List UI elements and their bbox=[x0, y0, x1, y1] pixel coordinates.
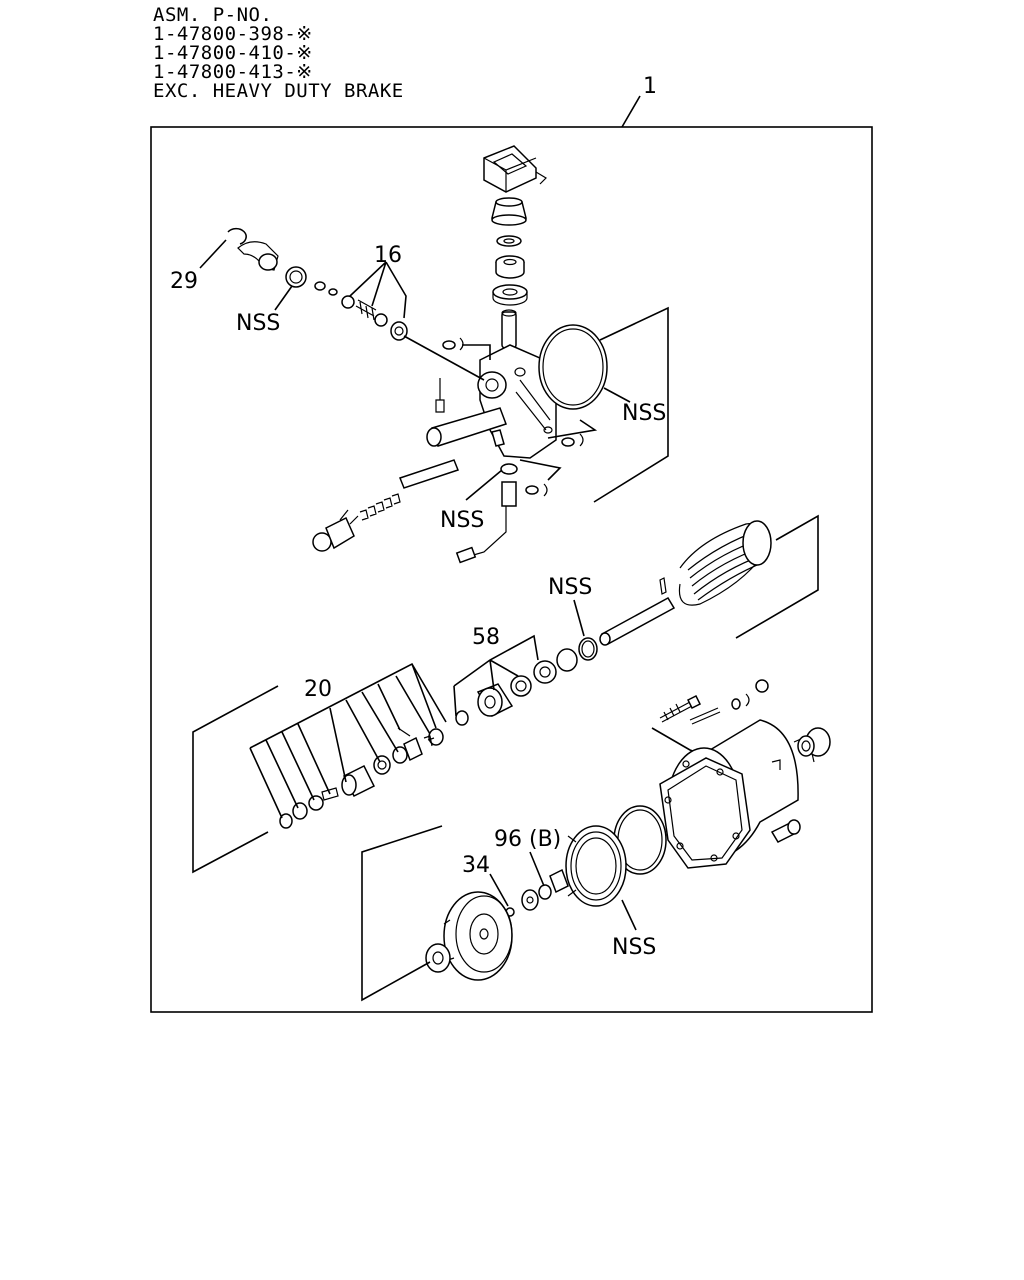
callout-20[interactable]: 20 bbox=[304, 677, 332, 702]
header-exclusion-note: EXC. HEAVY DUTY BRAKE bbox=[153, 80, 404, 102]
callout-34[interactable]: 34 bbox=[462, 853, 490, 878]
leader-nss-seal bbox=[274, 285, 293, 311]
push-rod-part[interactable] bbox=[599, 577, 676, 646]
callout-nss-snap-ring[interactable]: NSS bbox=[548, 575, 592, 600]
retainer-part[interactable] bbox=[492, 284, 528, 306]
leader-nss-large-seal bbox=[621, 899, 637, 931]
cap-screw-part[interactable] bbox=[770, 819, 801, 843]
leaders-58 bbox=[453, 634, 539, 717]
retaining-ring-part[interactable] bbox=[556, 648, 578, 672]
spacer-part[interactable] bbox=[495, 255, 525, 279]
header-part-number-2: 1-47800-410-※ bbox=[153, 42, 313, 64]
header-part-number-1: 1-47800-398-※ bbox=[153, 23, 313, 45]
port-nut-part[interactable] bbox=[797, 727, 831, 757]
bolt-part[interactable] bbox=[435, 378, 445, 413]
leader-1 bbox=[621, 95, 641, 128]
seal-ring-part[interactable] bbox=[285, 266, 307, 288]
check-valve-16-parts[interactable] bbox=[314, 281, 408, 341]
callout-16[interactable]: 16 bbox=[374, 243, 402, 268]
leader-nss-snap-ring bbox=[573, 599, 585, 637]
callout-96b[interactable]: 96 (B) bbox=[494, 827, 561, 852]
assembly-header: ASM. P-NO. 1-47800-398-※ 1-47800-410-※ 1… bbox=[153, 6, 404, 101]
callout-nss-o-ring[interactable]: NSS bbox=[622, 401, 666, 426]
leader-16-body bbox=[403, 335, 485, 381]
bracket-spring bbox=[735, 514, 819, 639]
assembly-frame bbox=[150, 126, 873, 1013]
valve-body-part[interactable] bbox=[426, 344, 557, 459]
rubber-boot-part[interactable] bbox=[491, 197, 527, 226]
bracket-lower bbox=[361, 825, 443, 1002]
piston-58-parts[interactable] bbox=[455, 660, 557, 726]
snap-ring-29-part[interactable] bbox=[227, 227, 279, 271]
bolts-screws-part[interactable] bbox=[659, 679, 769, 725]
valve-20-parts[interactable] bbox=[279, 727, 444, 829]
gasket-washer-part[interactable] bbox=[500, 463, 518, 475]
end-washer-part[interactable] bbox=[425, 943, 451, 973]
end-cover-part[interactable] bbox=[443, 891, 513, 981]
callout-58[interactable]: 58 bbox=[472, 625, 500, 650]
bracket-right-upper bbox=[593, 306, 669, 503]
sensor-switch-part[interactable] bbox=[312, 509, 359, 552]
washer-part[interactable] bbox=[496, 235, 522, 247]
plunger-rod-part[interactable] bbox=[359, 459, 459, 521]
callout-nss-large-seal[interactable]: NSS bbox=[612, 935, 656, 960]
header-part-number-3: 1-47800-413-※ bbox=[153, 61, 313, 83]
leader-nss-o-ring bbox=[603, 387, 631, 403]
header-asm-pno: ASM. P-NO. bbox=[153, 4, 273, 26]
leaders-16 bbox=[349, 261, 407, 319]
callout-1[interactable]: 1 bbox=[643, 74, 657, 99]
bracket-lines bbox=[462, 344, 598, 481]
callout-29[interactable]: 29 bbox=[170, 269, 198, 294]
return-spring-part[interactable] bbox=[678, 520, 772, 606]
power-cylinder-housing-part[interactable] bbox=[659, 719, 815, 869]
callout-nss-seal[interactable]: NSS bbox=[236, 311, 280, 336]
nut-96b-part[interactable] bbox=[521, 868, 569, 911]
leader-34 bbox=[489, 873, 509, 907]
large-seal-part[interactable] bbox=[565, 825, 627, 907]
leaders-20 bbox=[249, 662, 447, 819]
dust-cover-part[interactable] bbox=[483, 145, 547, 193]
sensor-fitting-part[interactable] bbox=[455, 481, 517, 564]
bracket-left bbox=[192, 685, 279, 874]
callout-nss-fitting[interactable]: NSS bbox=[440, 508, 484, 533]
leader-nss-fitting bbox=[465, 469, 503, 501]
leader-96b bbox=[529, 851, 545, 887]
leader-29 bbox=[199, 239, 227, 269]
large-o-ring-part[interactable] bbox=[538, 324, 608, 410]
nuts-part[interactable] bbox=[442, 337, 584, 497]
piston-rod-part[interactable] bbox=[501, 309, 517, 349]
